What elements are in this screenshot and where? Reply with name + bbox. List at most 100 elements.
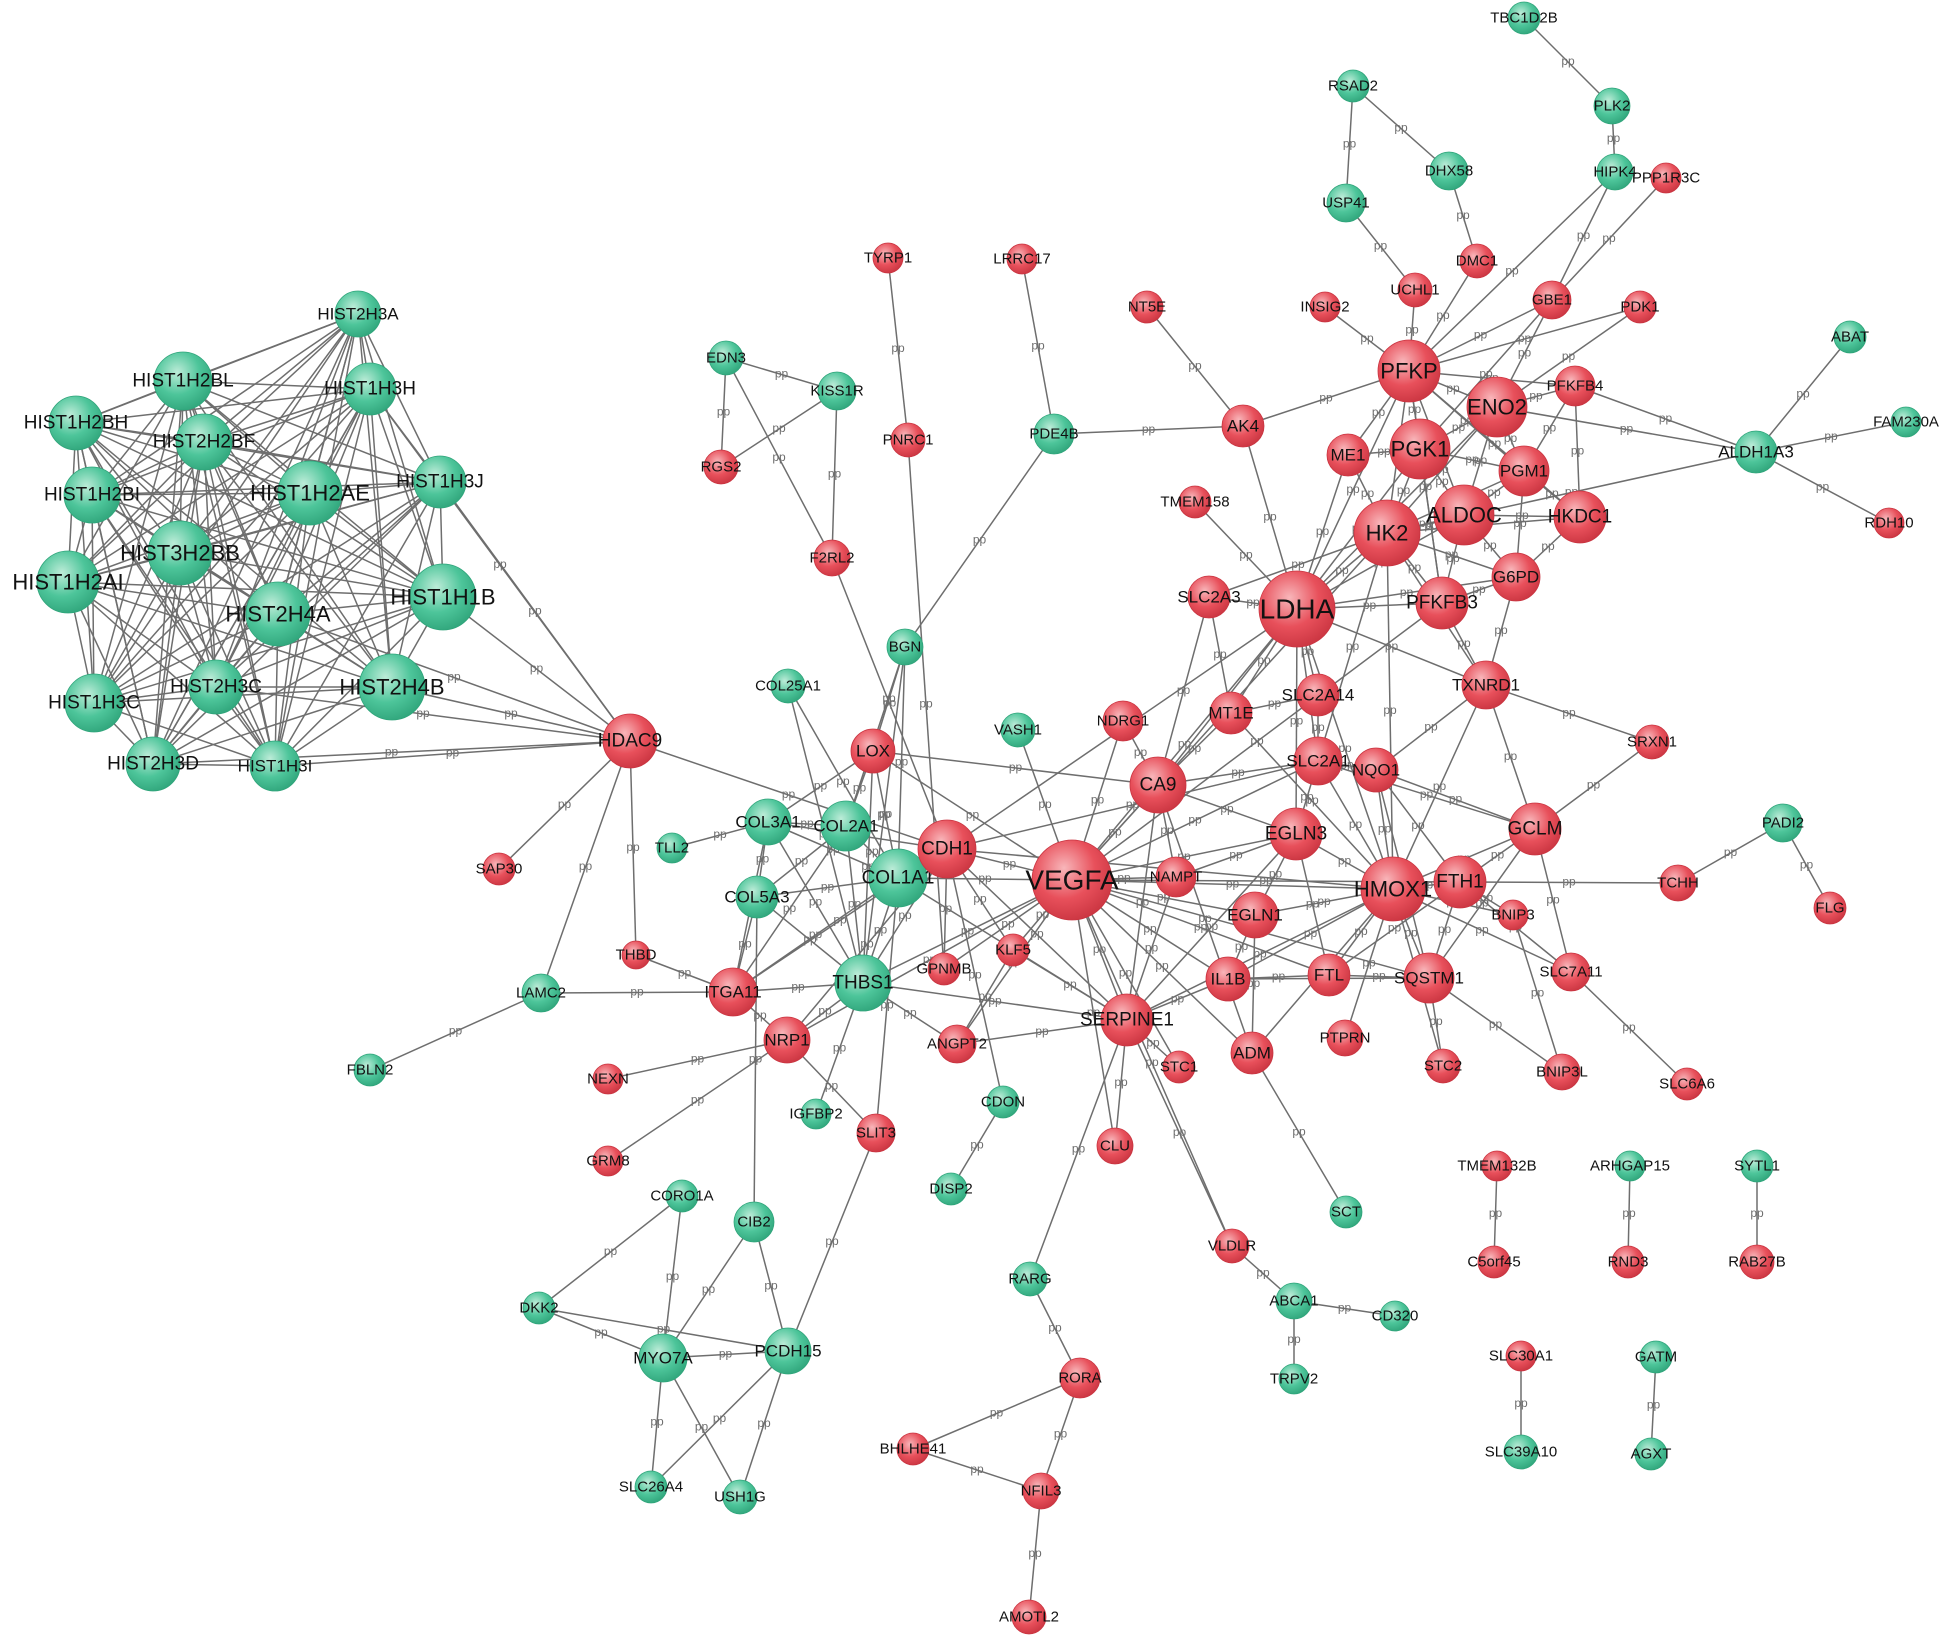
edge-label: pp xyxy=(1543,421,1557,435)
node-circle xyxy=(1659,864,1697,902)
edge-label: pp xyxy=(1457,636,1471,650)
edge-label: pp xyxy=(1072,1142,1086,1156)
node-circle xyxy=(708,340,744,376)
node-thbs1: THBS1 xyxy=(832,954,894,1012)
node-circle xyxy=(1543,1053,1581,1091)
edge-tchh-padi2 xyxy=(1677,822,1784,884)
node-label: PGK1 xyxy=(1391,437,1450,462)
node-circle xyxy=(937,1024,977,1064)
node-circle xyxy=(1353,747,1399,793)
edge-label: pp xyxy=(558,797,572,811)
edge-label: pp xyxy=(1529,389,1543,403)
edge-label: pp xyxy=(1602,231,1616,245)
edge-col25a1-col1a1 xyxy=(787,685,899,879)
edge-rsad2-usp41 xyxy=(1345,85,1354,204)
edge-label: pp xyxy=(1411,818,1425,832)
node-circle xyxy=(735,875,779,919)
edge-label: pp xyxy=(1577,228,1591,242)
edge-label: pp xyxy=(579,859,593,873)
node-g6pd: G6PD xyxy=(1491,552,1541,602)
node-circle xyxy=(917,819,977,879)
node-circle xyxy=(1155,856,1197,898)
edge-dhx58-rsad2 xyxy=(1352,85,1450,172)
node-circle xyxy=(1650,162,1682,194)
node-circle xyxy=(708,967,758,1017)
edge-vegfa-ftl xyxy=(1071,879,1330,976)
edge-label: pp xyxy=(1194,920,1208,934)
node-hist1h2ai: HIST1H2AI xyxy=(12,550,124,614)
edge-hmox1-slc7a11 xyxy=(1392,888,1572,973)
node-abat: ABAT xyxy=(1831,320,1869,354)
node-label: TYRP1 xyxy=(864,250,912,267)
node-nampt: NAMPT xyxy=(1150,856,1202,898)
edge-label: pp xyxy=(1800,858,1814,872)
edge-label: pp xyxy=(1796,387,1810,401)
node-label: COL5A3 xyxy=(724,888,789,907)
edge-label: pp xyxy=(749,1052,763,1066)
edge-thbs1-serpine1 xyxy=(862,982,1128,1021)
edge-label: pp xyxy=(1362,956,1376,970)
edge-nqo1-gclm xyxy=(1375,769,1536,830)
edge-label: pp xyxy=(825,1234,839,1248)
node-plk2: PLK2 xyxy=(1593,87,1631,125)
node-label: TXNRD1 xyxy=(1452,676,1520,695)
edge-hist2h4b-hist2h3d xyxy=(152,686,393,765)
edge-label: pp xyxy=(1354,924,1368,938)
node-ftl: FTL xyxy=(1307,953,1351,997)
node-label: VEGFA xyxy=(1025,865,1119,896)
edge-angpt2-serpine1 xyxy=(956,1019,1128,1045)
edge-label: pp xyxy=(877,807,891,821)
node-circle xyxy=(358,653,426,721)
edge-hist1h2bi-hist1h1b xyxy=(91,494,444,598)
edge-hist2h2bf-hist1h2ai xyxy=(67,441,205,583)
node-nexn: NEXN xyxy=(587,1063,629,1095)
edge-label: pp xyxy=(1253,947,1267,961)
edge-label: pp xyxy=(1491,848,1505,862)
edge-hist1h3h-hist3h2bb xyxy=(179,388,371,554)
edge-slit3-col1a1 xyxy=(875,877,899,1134)
node-sct: SCT xyxy=(1329,1195,1363,1229)
node-label: NFIL3 xyxy=(1021,1483,1062,1500)
edge-label: pp xyxy=(772,450,786,464)
node-circle xyxy=(592,1063,624,1095)
node-label: SLC30A1 xyxy=(1489,1348,1553,1365)
edge-label: pp xyxy=(990,1406,1004,1420)
edge-label: pp xyxy=(1229,848,1243,862)
node-label: CDON xyxy=(981,1094,1025,1111)
edge-label: pp xyxy=(504,706,518,720)
edge-label: pp xyxy=(1385,639,1399,653)
node-label: DISP2 xyxy=(929,1181,972,1198)
node-label: GCLM xyxy=(1508,819,1563,840)
edge-label: pp xyxy=(1546,893,1560,907)
node-circle xyxy=(1296,673,1340,717)
node-col3a1: COL3A1 xyxy=(735,798,801,846)
node-circle xyxy=(48,395,104,451)
edge-label: pp xyxy=(1319,391,1333,405)
edge-label: pp xyxy=(848,897,862,911)
edge-label: pp xyxy=(1408,402,1422,416)
node-circle xyxy=(927,952,961,986)
edge-label: pp xyxy=(833,1041,847,1055)
edge-label: pp xyxy=(1489,1206,1503,1220)
edge-hist2h2bf-hist1h3i xyxy=(203,441,276,767)
node-label: C5orf45 xyxy=(1467,1254,1520,1271)
edge-nrp1-nexn xyxy=(607,1039,788,1080)
edge-label: pp xyxy=(1659,411,1673,425)
edge-hist1h1b-hist2h3c xyxy=(215,596,444,688)
edge-label: pp xyxy=(1541,539,1555,553)
edge-coro1a-dkk2 xyxy=(538,1195,683,1309)
edge-label: pp xyxy=(713,827,727,841)
edge-hist1h2bh-hist1h1b xyxy=(75,422,444,598)
edge-label: pp xyxy=(1311,720,1325,734)
node-klf5: KLF5 xyxy=(995,933,1031,967)
node-label: COL1A1 xyxy=(862,868,935,889)
edge-label: pp xyxy=(783,901,797,915)
node-slc30a1: SLC30A1 xyxy=(1489,1340,1553,1372)
edge-hist1h2bl-hist1h3h xyxy=(182,380,371,390)
edge-label: pp xyxy=(713,1411,727,1425)
edge-tyrp1-pnrc1 xyxy=(887,257,909,441)
edge-slc7a11-slc6a6 xyxy=(1570,971,1688,1085)
edge-myo7a-ush1g xyxy=(662,1357,741,1498)
node-circle xyxy=(592,1145,624,1177)
edge-aldh1a3-pfkfb4 xyxy=(1574,385,1757,453)
